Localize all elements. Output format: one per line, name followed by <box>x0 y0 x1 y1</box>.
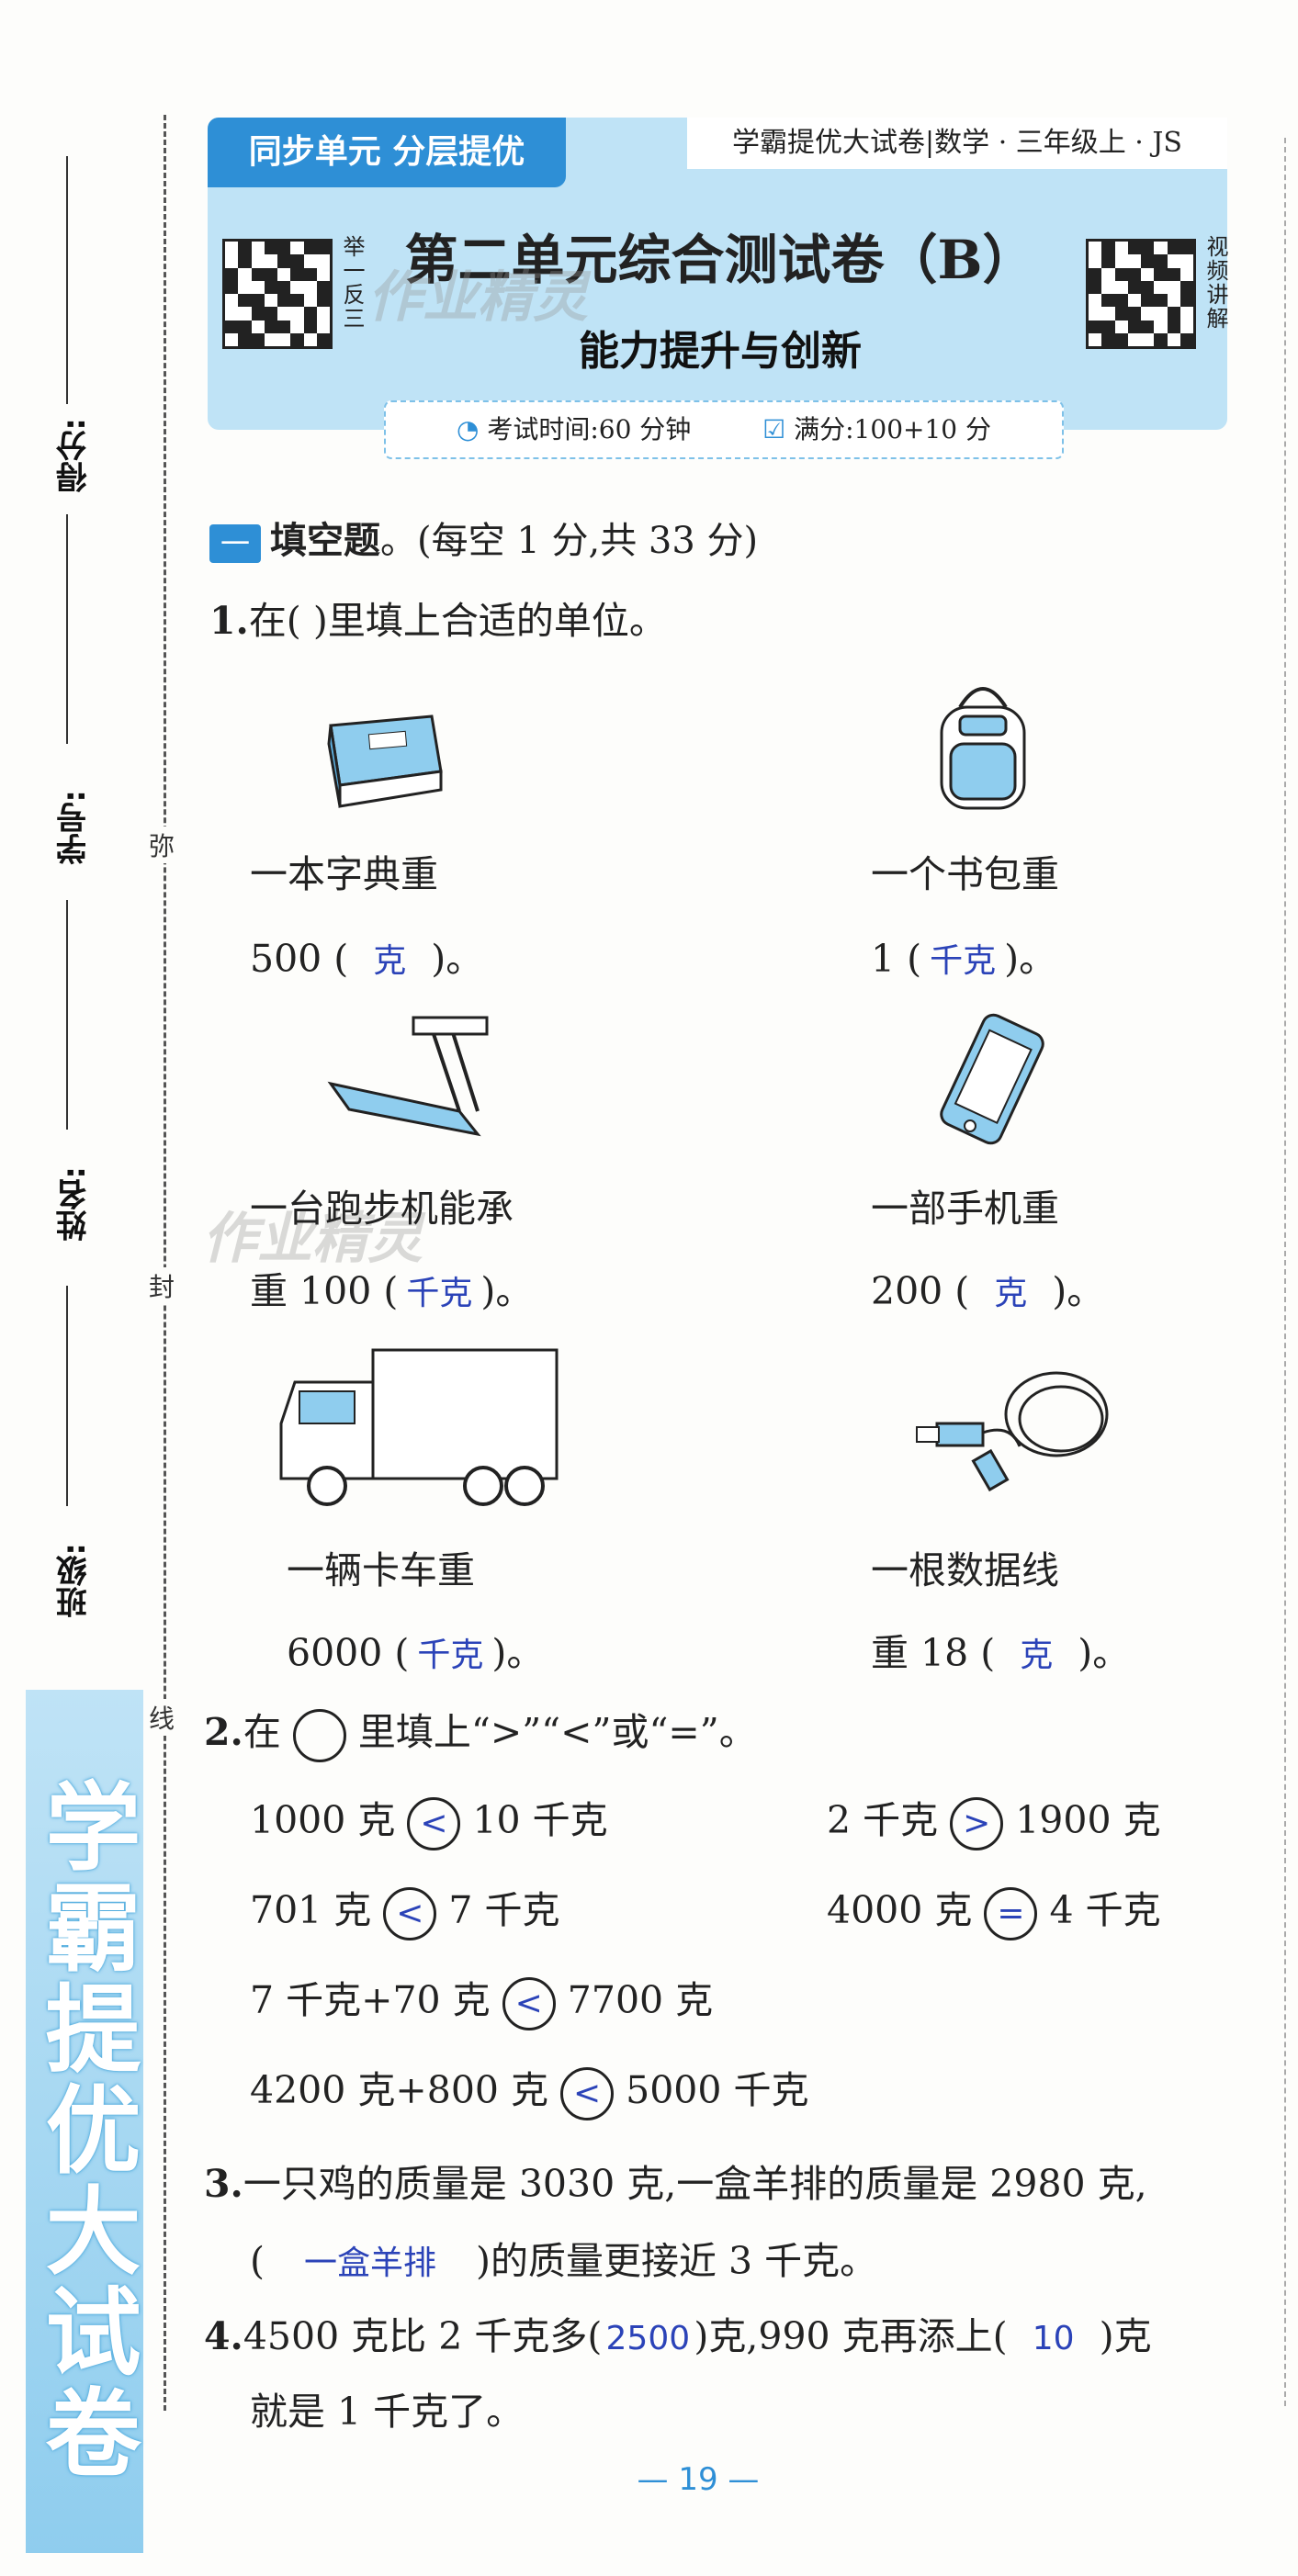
compare-answer: < <box>407 1796 461 1850</box>
seal-char-2: 封 <box>149 1267 175 1304</box>
field-name-line <box>66 1286 68 1506</box>
series-label: 学霸提优大试卷|数学 · 三年级上 · JS <box>687 118 1227 169</box>
qr-left-caption: 举一反三 <box>339 235 365 331</box>
truck-icon <box>279 1348 559 1506</box>
qr-right-caption: 视频讲解 <box>1202 235 1228 331</box>
seal-char-3: 线 <box>149 1699 175 1736</box>
item-label: 一个书包重 <box>871 852 1059 896</box>
item-answer-line: 1 (千克)。 <box>871 928 1056 983</box>
qr-code-left[interactable] <box>222 239 333 349</box>
seal-dashed-line <box>164 115 166 2411</box>
watermark: 作业精灵 <box>367 265 588 330</box>
question-text: 在( )里填上合适的单位。 <box>248 599 667 643</box>
qr-code-right[interactable] <box>1086 239 1196 349</box>
question-2-stem: 2.在 里填上“>”“<”或“=”。 <box>204 1701 757 1762</box>
check-icon: ☑ <box>762 414 786 444</box>
page-title: 第二单元综合测试卷（B） <box>404 229 1036 291</box>
compare-answer: < <box>502 1976 556 2030</box>
answer-text: 克 <box>994 1275 1028 1312</box>
compare-row: 4000 克 = 4 千克 <box>827 1879 1161 1940</box>
question-4-line2: 就是 1 千克了。 <box>250 2390 525 2434</box>
field-score-line <box>66 156 68 404</box>
watermark: 作业精灵 <box>202 1207 423 1271</box>
section-number-badge: 一 <box>209 524 261 563</box>
field-id-line <box>66 900 68 1130</box>
answer-text: 一盒羊排 <box>303 2244 436 2282</box>
question-number: 1. <box>209 599 249 643</box>
exam-score: 满分:100+10 分 <box>794 414 991 444</box>
compare-row: 4200 克+800 克 < 5000 千克 <box>250 2059 809 2120</box>
brand-vertical-text: 学霸提优大试卷 <box>28 1777 141 2484</box>
answer-text: 克 <box>1020 1637 1054 1674</box>
section-heading: 一填空题。(每空 1 分,共 33 分) <box>209 511 758 564</box>
compare-answer: > <box>950 1796 1004 1850</box>
cable-icon <box>916 1371 1109 1492</box>
answer-text: 2500 <box>605 2320 691 2357</box>
seal-char-1: 弥 <box>149 827 175 863</box>
answer-text: 10 <box>1032 2320 1075 2357</box>
answer-text: 千克 <box>930 942 997 980</box>
item-label: 一辆卡车重 <box>287 1548 475 1592</box>
phone-icon <box>940 1013 1044 1145</box>
item-answer-line: 6000 (千克)。 <box>287 1622 544 1677</box>
item-label: 一根数据线 <box>871 1548 1059 1592</box>
answer-text: 千克 <box>417 1637 484 1674</box>
field-score-label: 得分: <box>56 418 93 493</box>
answer-text: 千克 <box>406 1275 473 1312</box>
compare-row: 2 千克 > 1900 克 <box>827 1789 1161 1850</box>
item-label: 一本字典重 <box>250 852 438 896</box>
compare-row: 701 克 < 7 千克 <box>250 1879 560 1940</box>
compare-row: 1000 克 < 10 千克 <box>250 1789 608 1850</box>
item-answer-line: 500 (克)。 <box>250 928 483 983</box>
question-3-line1: 3.一只鸡的质量是 3030 克,一盒羊排的质量是 2980 克, <box>204 2162 1147 2206</box>
item-label: 一部手机重 <box>871 1187 1059 1231</box>
compare-answer: < <box>383 1886 437 1940</box>
dictionary-icon <box>327 714 443 808</box>
unit-tag: 同步单元 分层提优 <box>208 118 566 187</box>
compare-row: 7 千克+70 克 < 7700 克 <box>250 1969 713 2030</box>
field-id-label: 学号: <box>56 790 93 865</box>
field-name-label: 姓名: <box>56 1166 93 1242</box>
item-answer-line: 200 (克)。 <box>871 1260 1104 1315</box>
clock-icon: ◔ <box>456 414 480 444</box>
divider-line <box>66 514 68 744</box>
compare-answer: < <box>560 2066 615 2120</box>
exam-info-box: ◔ 考试时间:60 分钟 ☑ 满分:100+10 分 <box>384 400 1064 459</box>
treadmill-icon <box>327 1016 489 1137</box>
page-subtitle: 能力提升与创新 <box>579 328 862 375</box>
question-3-line2: (一盒羊排)的质量更接近 3 千克。 <box>250 2230 877 2285</box>
question-4-line1: 4.4500 克比 2 千克多(2500)克,990 克再添上(10)克 <box>204 2314 1152 2358</box>
item-answer-line: 重 18 (克)。 <box>871 1622 1130 1677</box>
item-answer-line: 重 100 (千克)。 <box>250 1260 533 1315</box>
exam-time: 考试时间:60 分钟 <box>487 414 692 444</box>
brand-strip <box>26 1690 143 2553</box>
page-number: — 19 — <box>637 2461 760 2498</box>
section-title: 填空题 <box>270 520 380 562</box>
backpack-icon <box>940 687 1026 810</box>
blank-circle <box>292 1708 346 1762</box>
field-class-label: 班级: <box>56 1543 93 1618</box>
question-1-stem: 1.在( )里填上合适的单位。 <box>209 590 667 645</box>
section-note: 。(每空 1 分,共 33 分) <box>380 520 759 562</box>
compare-answer: = <box>984 1886 1038 1940</box>
item-label: 一台跑步机能承 <box>250 1187 514 1231</box>
answer-text: 克 <box>373 942 407 980</box>
right-dashed-line <box>1284 138 1286 2406</box>
